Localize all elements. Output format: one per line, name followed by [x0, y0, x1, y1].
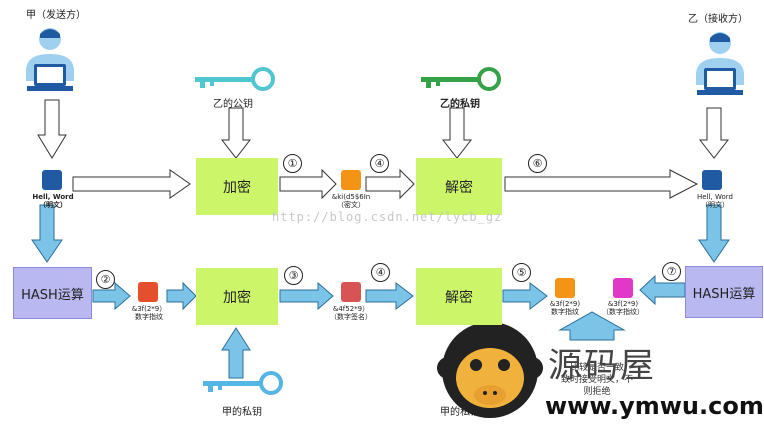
- compare-note-line3: 则拒绝: [583, 387, 611, 397]
- plaintext-doc-icon-left: [42, 170, 62, 190]
- site-logo-icon: [437, 322, 543, 418]
- digest-2-caption: &3f(2*9) 数字指纹: [540, 300, 590, 316]
- arrow-hash-to-digest-right: [639, 274, 686, 306]
- hash-box-left: HASH运算: [13, 267, 92, 319]
- arrow-plain-to-hash: [31, 204, 63, 263]
- arrow-sender-down: [37, 99, 67, 159]
- receiver-label: 乙（接收方）: [688, 14, 748, 25]
- step-5-badge: ⑤: [512, 263, 531, 282]
- arrow-digest-to-encrypt: [166, 281, 197, 311]
- site-brand-text: 源码屋: [548, 346, 656, 386]
- arrow-receiver-down: [698, 107, 730, 159]
- digest-2-line1: &3f(2*9): [549, 300, 581, 308]
- public-key-label: 乙的公钥: [213, 99, 253, 110]
- plaintext-left-line1: Hell, Word: [32, 193, 74, 201]
- ciphertext-line1: &ki(d5$6In: [331, 193, 371, 201]
- ciphertext-line2: （密文）: [337, 201, 365, 209]
- step-3-badge: ③: [284, 266, 303, 285]
- step-4-badge-top: ④: [370, 154, 389, 173]
- arrow-privkey-b-down: [441, 107, 473, 159]
- key-icon-private-b: [421, 67, 501, 91]
- encrypt-box-top: 加密: [196, 158, 278, 215]
- digest-doc-icon-1: [138, 282, 158, 302]
- arrow-hash-to-digest: [92, 281, 131, 311]
- plaintext-right-line1: Hell, Word: [697, 193, 733, 201]
- arrow-encrypt-to-signature: [279, 281, 334, 311]
- digest-2-line2: 数字指纹: [551, 308, 579, 316]
- compare-note-line1: 比较是否一致: [569, 363, 624, 373]
- compare-note: 比较是否一致 致时接受明文，不 则拒绝: [557, 362, 637, 398]
- key-icon-private-a: [203, 371, 283, 395]
- sender-person-icon: [26, 28, 74, 91]
- arrow-decrypt-to-digest: [502, 281, 548, 311]
- signature-doc-icon: [341, 282, 361, 302]
- arrow-plain-to-hash-right: [698, 204, 730, 263]
- step-1-badge: ①: [283, 154, 302, 173]
- digest-3-line2: （数字指纹）: [602, 308, 644, 316]
- step-7-badge: ⑦: [662, 262, 681, 281]
- arrow-signature-to-decrypt: [365, 281, 414, 311]
- digest-1-line2: 数字指纹: [135, 313, 163, 321]
- arrow-pubkey-down: [220, 107, 252, 159]
- plaintext-left-caption: Hell, Word （明文）: [28, 193, 78, 209]
- arrow-cipher-to-decrypt: [365, 168, 415, 200]
- signature-caption: &4f52*9） （数字签名）: [326, 305, 376, 321]
- hash-box-right: HASH运算: [685, 266, 763, 318]
- arrow-plain-to-encrypt: [72, 169, 191, 199]
- arrow-compare-up: [558, 311, 626, 341]
- private-key-a-label: 甲的私钥: [222, 407, 262, 418]
- signature-line1: &4f52*9）: [332, 305, 370, 313]
- ciphertext-doc-icon: [341, 170, 361, 190]
- ciphertext-caption: &ki(d5$6In （密文）: [326, 193, 376, 209]
- digest-doc-icon-2: [555, 278, 575, 298]
- watermark-text: http://blog.csdn.net/lycb_gz: [272, 210, 503, 224]
- encrypt-box-bottom: 加密: [196, 268, 278, 325]
- key-icon-public-b: [195, 67, 275, 91]
- digest-doc-icon-3: [613, 278, 633, 298]
- step-2-badge: ②: [96, 270, 115, 289]
- private-key-b-label: 乙的私钥: [440, 99, 480, 110]
- plaintext-right-caption: Hell, Word （明文）: [690, 193, 740, 209]
- site-url-text: www.ymwu.com: [545, 392, 764, 420]
- compare-note-line2: 致时接受明文，不: [560, 375, 633, 385]
- digest-3-caption: &3f(2*9) （数字指纹）: [598, 300, 648, 316]
- step-4-badge-bottom: ④: [371, 263, 390, 282]
- receiver-person-icon: [696, 32, 744, 95]
- sender-label: 甲（发送方）: [26, 10, 86, 21]
- step-6-badge: ⑥: [528, 154, 547, 173]
- signature-line2: （数字签名）: [330, 313, 372, 321]
- arrow-encrypt-to-cipher: [279, 168, 337, 200]
- decrypt-box-top: 解密: [416, 158, 502, 215]
- plaintext-left-line2: （明文）: [39, 201, 67, 209]
- digest-1-line1: &3f(2*9）: [131, 305, 167, 313]
- plaintext-right-line2: （明文）: [701, 201, 729, 209]
- digest-3-line1: &3f(2*9): [607, 300, 639, 308]
- decrypt-box-bottom: 解密: [416, 268, 502, 325]
- arrow-decrypt-to-plain: [504, 169, 699, 199]
- plaintext-doc-icon-right: [702, 170, 722, 190]
- private-key-label-2: 甲的私钥: [440, 407, 480, 418]
- digest-1-caption: &3f(2*9） 数字指纹: [124, 305, 174, 321]
- arrow-privkey-a-up: [221, 327, 251, 379]
